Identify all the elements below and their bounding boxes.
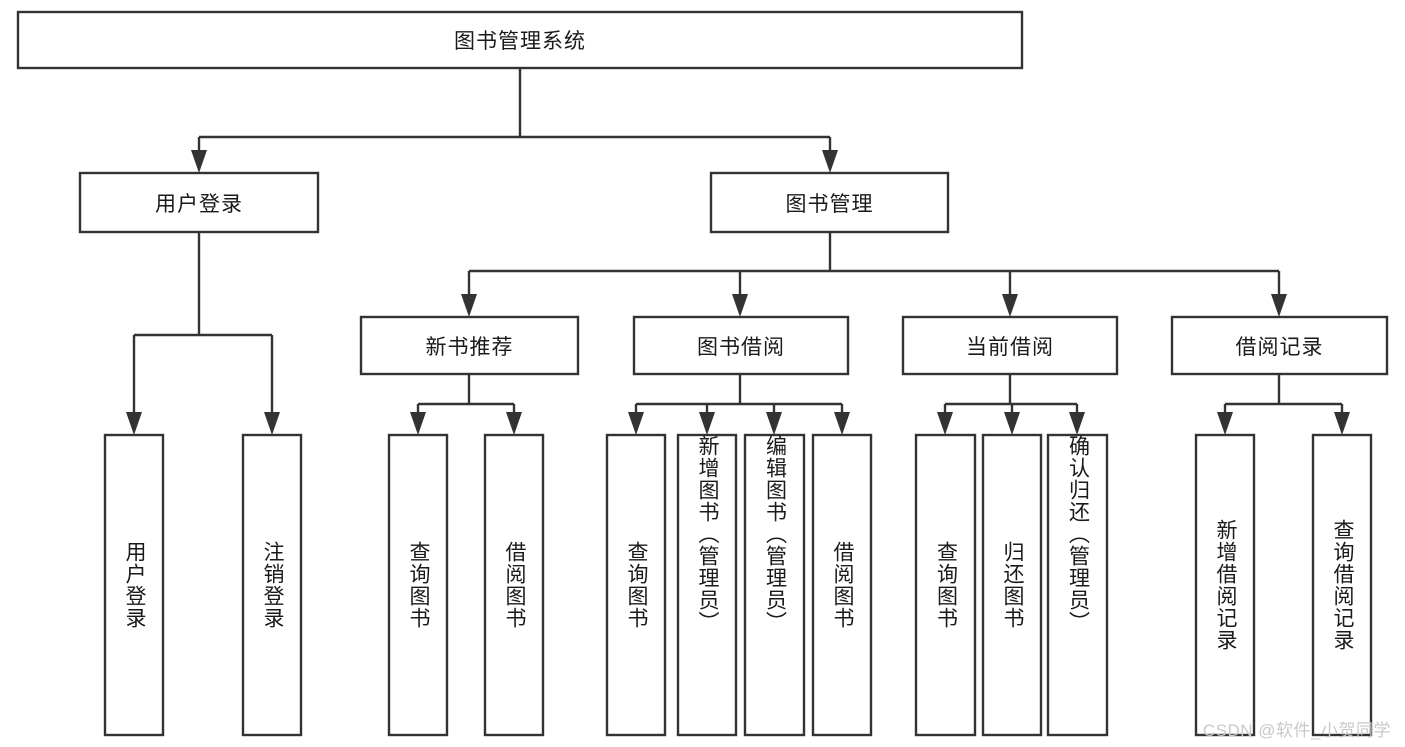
connector-borrowrecord-to-leaves — [1217, 374, 1350, 435]
node-box-leaf-add-record[interactable] — [1194, 433, 1256, 737]
connector-bookmgmt-to-level3 — [461, 232, 1287, 317]
node-box-leaf-add-book[interactable] — [676, 433, 738, 737]
node-box-leaf-query-book-2[interactable] — [605, 433, 667, 737]
node-box-new-book-recommend[interactable] — [359, 315, 580, 376]
node-box-book-management[interactable] — [709, 171, 950, 234]
node-box-leaf-edit-book[interactable] — [743, 433, 806, 737]
node-box-leaf-query-record[interactable] — [1311, 433, 1373, 737]
node-box-root[interactable] — [16, 10, 1024, 70]
node-box-leaf-query-book-1[interactable] — [387, 433, 449, 737]
node-box-leaf-logout[interactable] — [241, 433, 303, 737]
node-box-leaf-return-book[interactable] — [981, 433, 1043, 737]
node-box-borrow-record[interactable] — [1170, 315, 1389, 376]
connector-bookborrow-to-leaves — [628, 374, 850, 435]
node-box-leaf-query-book-3[interactable] — [914, 433, 977, 737]
watermark-text: CSDN @软件_小贺同学 — [1202, 721, 1391, 740]
node-box-leaf-borrow-book-2[interactable] — [811, 433, 873, 737]
node-box-leaf-user-login[interactable] — [103, 433, 165, 737]
node-box-leaf-confirm-return[interactable] — [1046, 433, 1109, 737]
connector-root-to-level2 — [191, 68, 838, 173]
node-box-user-login[interactable] — [78, 171, 320, 234]
connector-currentborrow-to-leaves — [937, 374, 1085, 435]
node-box-current-borrow[interactable] — [901, 315, 1119, 376]
node-box-leaf-borrow-book-1[interactable] — [483, 433, 545, 737]
node-box-book-borrow[interactable] — [632, 315, 850, 376]
connector-newbook-to-leaves — [410, 374, 522, 435]
connector-userlogin-to-leaves — [126, 232, 280, 435]
